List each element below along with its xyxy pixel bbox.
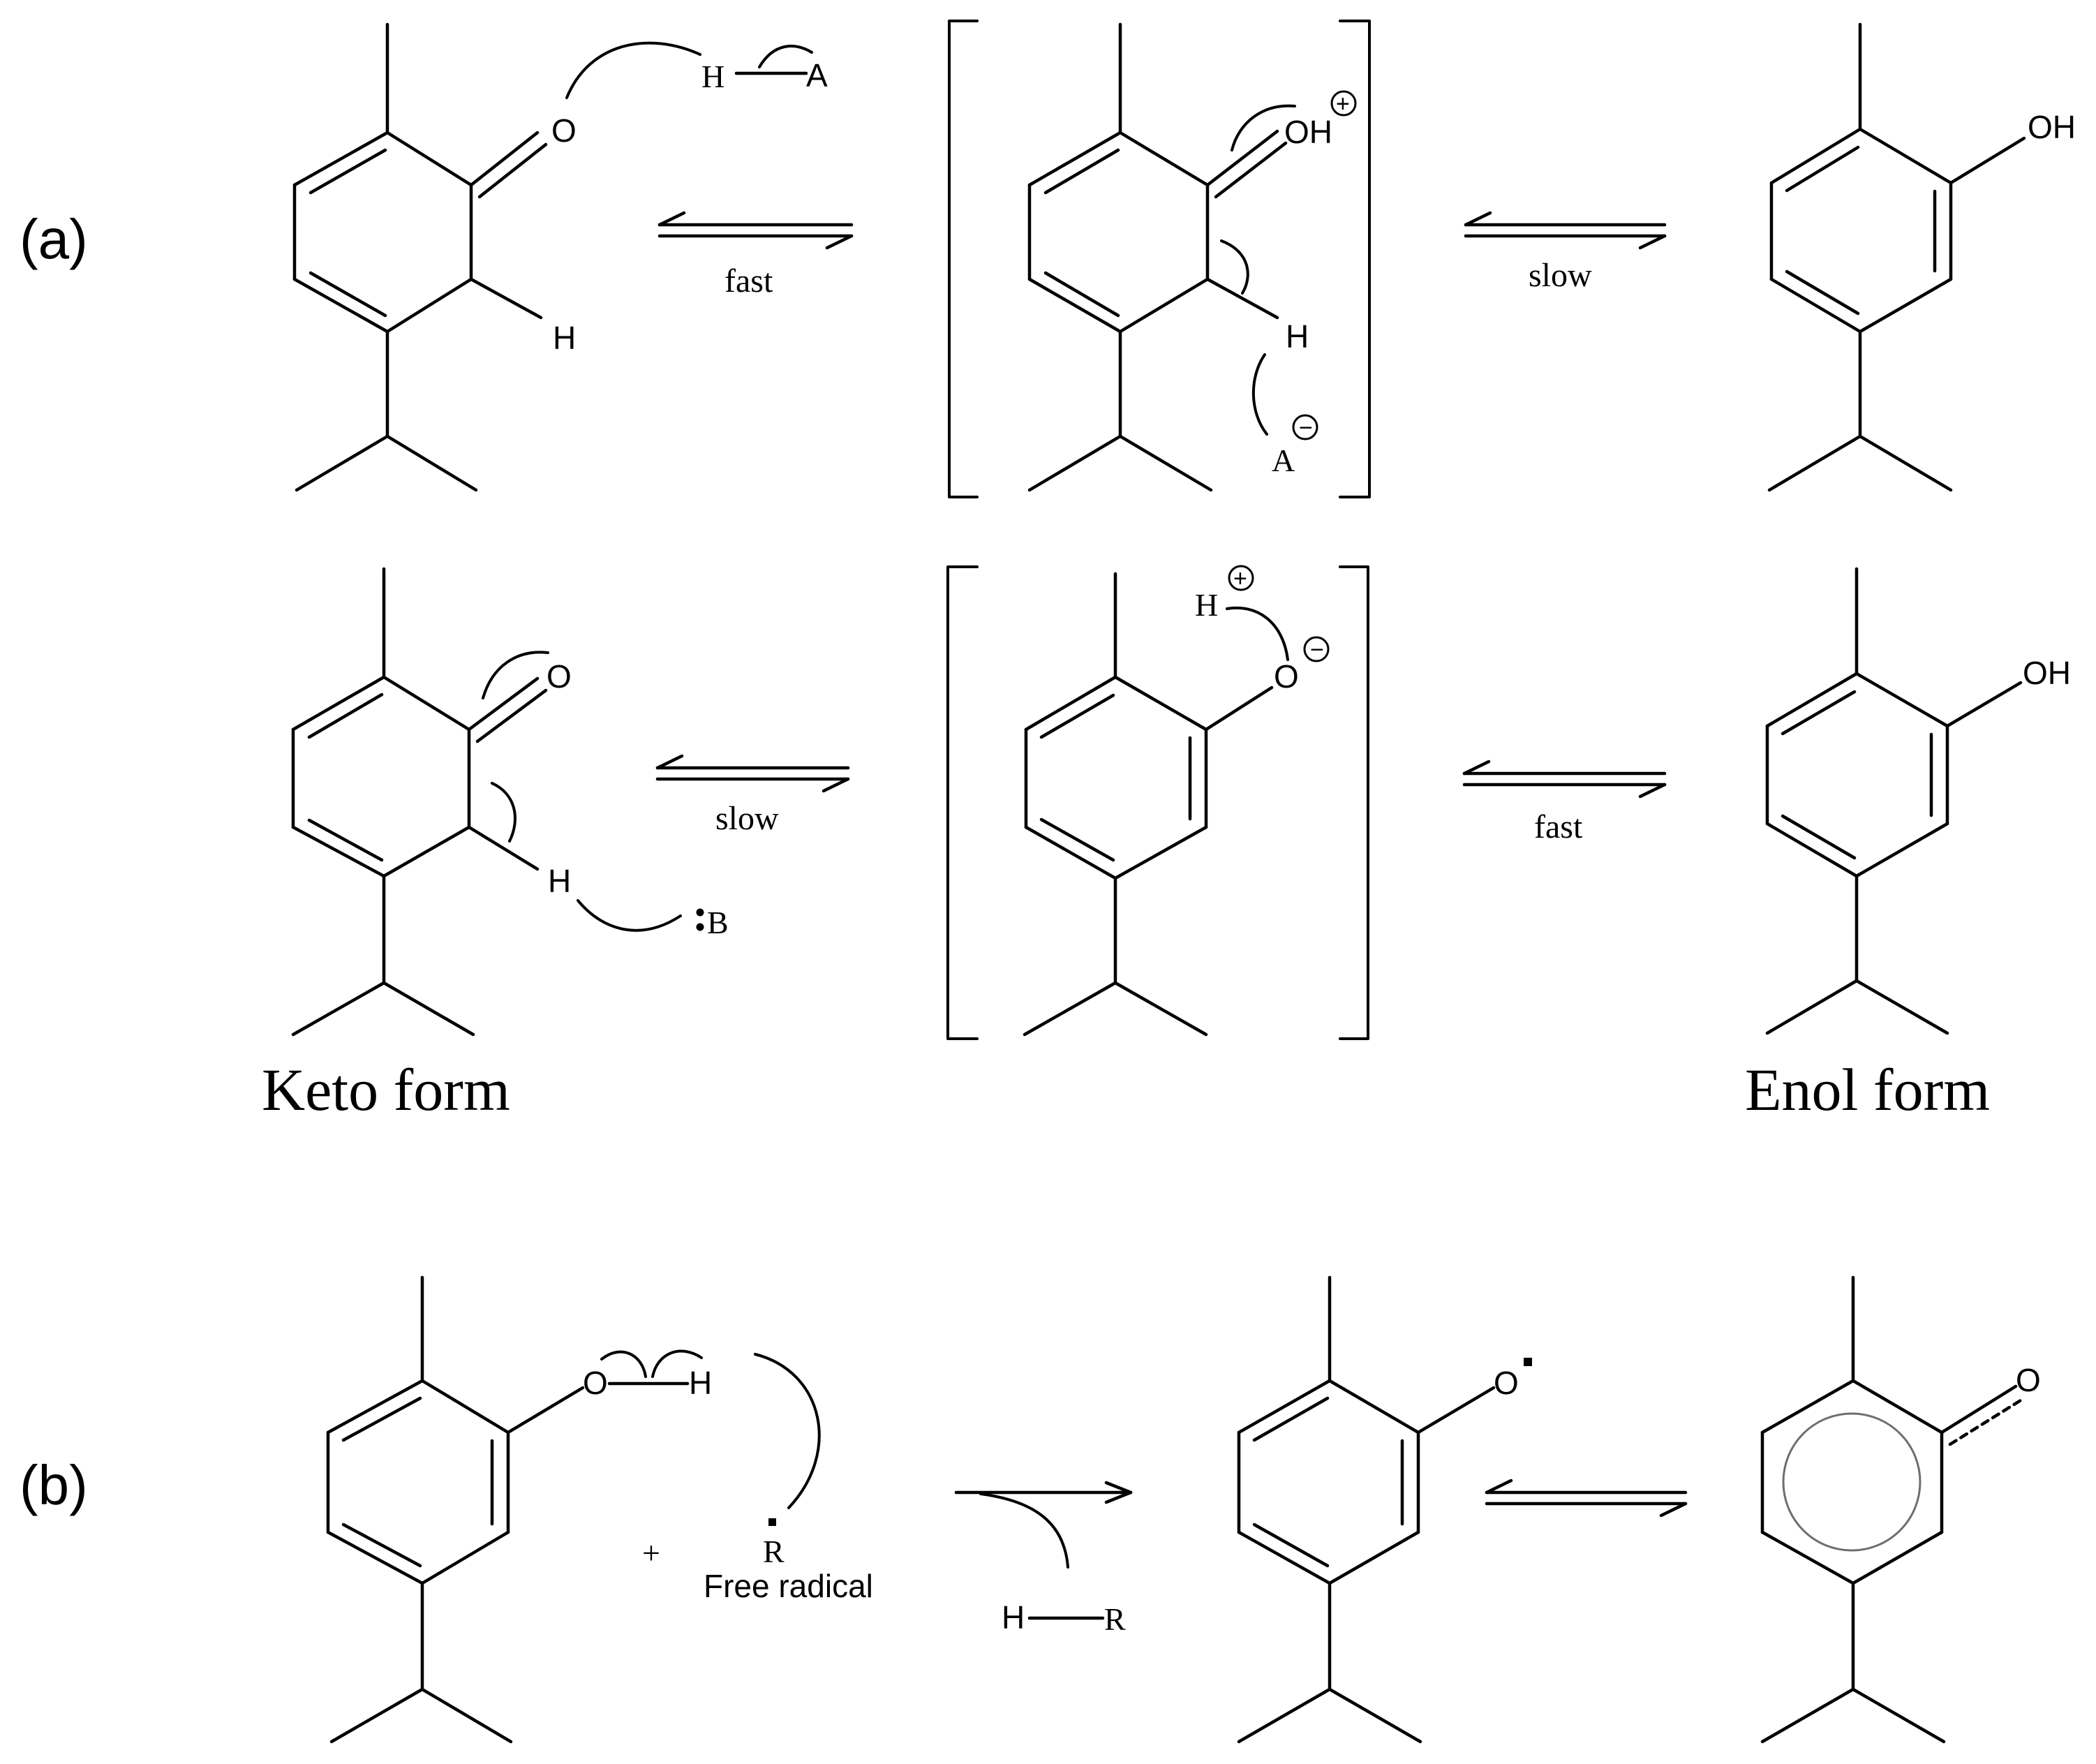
lone-pair-dot [696, 923, 704, 931]
atom-o-thymol: O [583, 1365, 608, 1401]
panel-label-a: (a) [20, 208, 88, 270]
half-arrow-left [600, 1350, 647, 1378]
condition-label: fast [724, 262, 773, 299]
atom-oh-enol-top: OH [2028, 109, 2076, 145]
radical-dot [768, 1518, 776, 1526]
radical-dot [1524, 1358, 1532, 1366]
bracket-left [948, 20, 979, 498]
caption-enol-form: Enol form [1745, 1056, 1990, 1123]
positive-charge: + [1336, 91, 1350, 117]
curved-arrow [565, 41, 701, 99]
atom-h-keto-bottom: H [548, 863, 571, 899]
equilibrium-arrow [1485, 1478, 1688, 1518]
condition-label: slow [1529, 257, 1592, 294]
lone-pair-dot [696, 908, 704, 917]
plus-sign: + [642, 1535, 660, 1571]
curved-arrow [979, 1492, 1069, 1569]
atom-h-proton: H [1195, 587, 1218, 623]
negative-charge: − [1299, 415, 1313, 441]
half-arrow-right [651, 1349, 703, 1378]
enolate-molecule [1023, 572, 1274, 1037]
curved-arrow [491, 782, 516, 843]
equilibrium-arrow [1462, 759, 1667, 799]
atom-r-product: R [1104, 1601, 1126, 1637]
atom-h-thymol: H [689, 1365, 712, 1401]
equilibrium-arrow [1464, 211, 1667, 250]
condition-label: fast [1534, 808, 1583, 845]
curved-arrow [1220, 239, 1249, 295]
curved-arrow [1226, 606, 1289, 661]
atom-h-product: H [1002, 1599, 1025, 1636]
curved-arrow [482, 651, 549, 699]
positive-charge-circle [1330, 90, 1357, 117]
panel-label-b: (b) [20, 1454, 88, 1516]
atom-a-acid: A [806, 57, 828, 94]
positive-charge-circle [1228, 565, 1254, 591]
enol-molecule-bottom [1765, 567, 2023, 1035]
equilibrium-arrow [655, 754, 850, 793]
curved-arrow [1251, 353, 1268, 436]
atom-b-base: B [707, 905, 729, 940]
caption-keto-form: Keto form [262, 1056, 510, 1123]
atom-oh-protonated: OH [1284, 114, 1332, 150]
curved-arrow [758, 45, 813, 68]
phenoxyl-radical-molecule [1237, 1275, 1496, 1744]
atom-o-keto-bottom: O [547, 658, 572, 695]
atom-h-intermediate: H [1286, 318, 1309, 355]
atom-a-base: A [1272, 443, 1295, 478]
positive-charge: + [1233, 565, 1247, 592]
curved-arrow [577, 899, 682, 932]
condition-label: slow [715, 800, 779, 837]
atom-o-radical: O [1494, 1365, 1519, 1401]
bracket-right [1339, 20, 1371, 498]
keto-molecule-top [292, 22, 548, 492]
enol-molecule-top [1767, 22, 2026, 492]
reaction-arrow [954, 1481, 1133, 1504]
curved-arrow [754, 1353, 821, 1509]
atom-o-enolate: O [1274, 658, 1299, 695]
atom-oh-enol-bottom: OH [2023, 655, 2071, 691]
atom-o-resonance: O [2016, 1362, 2041, 1398]
keto-molecule-bottom [291, 567, 548, 1037]
atom-r-radical: R [763, 1534, 785, 1569]
resonance-molecule [1760, 1275, 2026, 1744]
atom-h-keto-top: H [553, 320, 576, 356]
label-free-radical: Free radical [704, 1568, 873, 1604]
atom-o-keto-top: O [551, 112, 577, 149]
atom-h-acid: H [701, 59, 724, 94]
thymol-molecule [326, 1275, 585, 1744]
equilibrium-arrow [657, 211, 854, 250]
negative-charge-circle [1303, 636, 1330, 662]
negative-charge: − [1310, 637, 1324, 663]
bracket-right [1339, 565, 1369, 1040]
negative-charge-circle [1292, 414, 1318, 440]
bracket-left [946, 565, 979, 1040]
curved-arrow [1231, 104, 1296, 151]
protonated-ketone-molecule [1027, 22, 1288, 492]
